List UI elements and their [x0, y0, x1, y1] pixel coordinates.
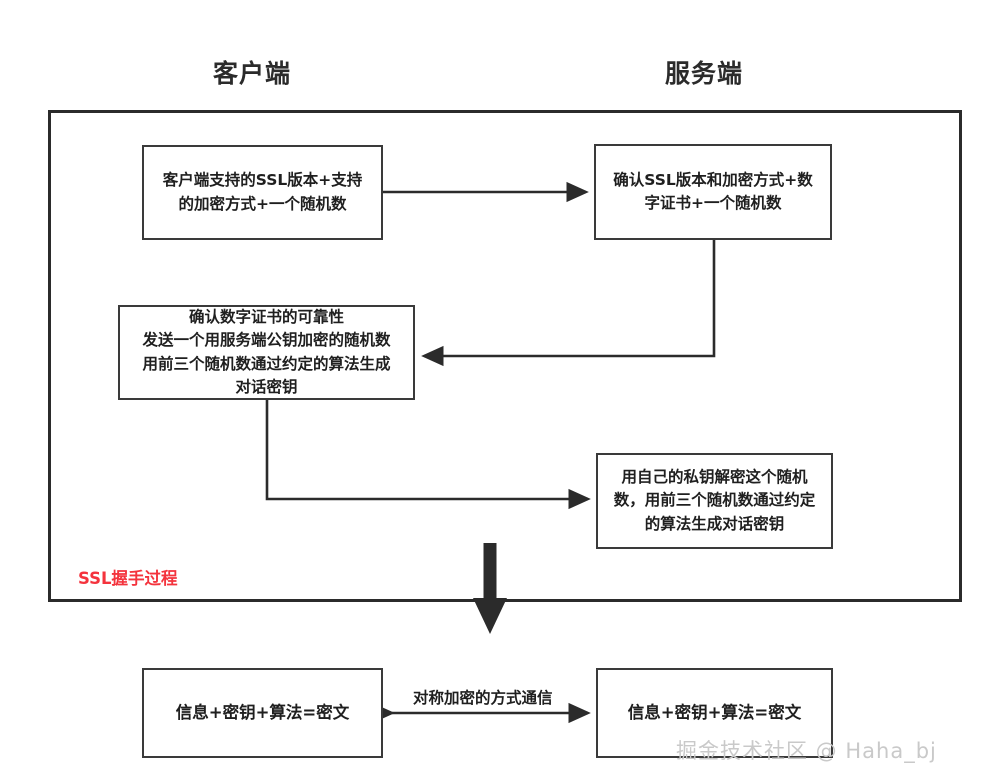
- box-server-decrypt-random: 用自己的私钥解密这个随机 数，用前三个随机数通过约定 的算法生成对话密钥: [596, 453, 833, 549]
- box-communication-server-line-1: 信息+密钥+算法=密文: [627, 702, 802, 722]
- handshake-stage-label: SSL握手过程: [78, 569, 178, 588]
- box-server-decrypt-line-2: 数，用前三个随机数通过约定: [613, 491, 816, 510]
- box-client-verify-line-4: 对话密钥: [235, 377, 298, 396]
- box-client-verify-certificate: 确认数字证书的可靠性 发送一个用服务端公钥加密的随机数 用前三个随机数通过约定的…: [118, 305, 415, 400]
- box-client-verify-line-1: 确认数字证书的可靠性: [188, 308, 344, 326]
- box-client-hello-line-1: 客户端支持的SSL版本+支持: [162, 171, 363, 190]
- box-communication-server: 信息+密钥+算法=密文: [596, 668, 833, 758]
- box-client-hello: 客户端支持的SSL版本+支持 的加密方式+一个随机数: [142, 145, 383, 240]
- box-client-hello-line-2: 的加密方式+一个随机数: [178, 194, 347, 213]
- box-server-hello-line-1: 确认SSL版本和加密方式+数: [613, 170, 813, 189]
- column-header-server: 服务端: [665, 59, 744, 88]
- box-communication-client: 信息+密钥+算法=密文: [142, 668, 383, 758]
- symmetric-communication-label: 对称加密的方式通信: [413, 689, 553, 707]
- box-server-hello-line-2: 字证书+一个随机数: [644, 194, 782, 212]
- box-server-hello: 确认SSL版本和加密方式+数 字证书+一个随机数: [594, 144, 832, 240]
- box-client-verify-line-3: 用前三个随机数通过约定的算法生成: [142, 354, 391, 373]
- column-header-client: 客户端: [213, 59, 292, 88]
- box-server-decrypt-line-1: 用自己的私钥解密这个随机: [621, 468, 808, 487]
- box-server-decrypt-line-3: 的算法生成对话密钥: [644, 514, 785, 533]
- box-communication-client-line-1: 信息+密钥+算法=密文: [175, 702, 350, 722]
- box-client-verify-line-2: 发送一个用服务端公钥加密的随机数: [142, 331, 391, 350]
